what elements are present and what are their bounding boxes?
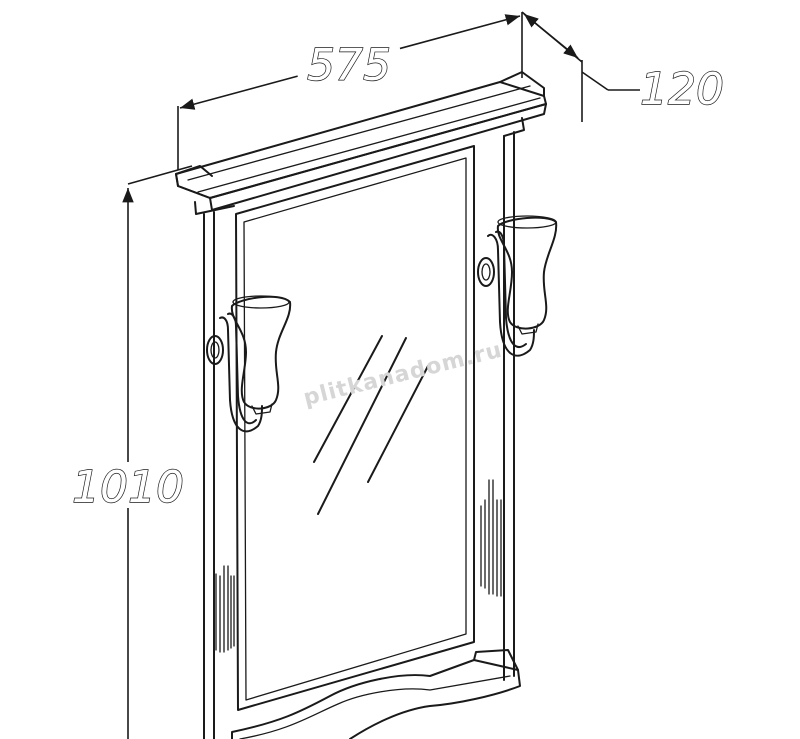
depth-dimension-line [523,13,579,59]
height-dimension: 1010 [70,165,193,739]
sconce-shade-left [230,295,292,410]
height-extension-top [127,165,193,185]
reflection-line-1 [313,335,383,463]
mirror-cornice [175,71,547,215]
depth-dimension: 120 [521,11,725,122]
sconce-lamp-left [206,295,292,433]
sconce-mount-left [206,335,224,365]
decorative-grooves-left [215,565,235,653]
mirror-bottom-shelf [231,649,521,739]
reflection-line-2 [317,337,407,515]
reflection-line-3 [367,365,429,483]
sconce-lamp-right [477,215,558,357]
height-label: 1010 [72,462,184,513]
width-dimension: 575 [177,12,523,170]
mirror-reflection [313,335,429,515]
mirror-frame [203,131,515,739]
depth-leader [581,71,609,91]
sconce-mount-right [477,257,495,287]
decorative-grooves-right [480,479,502,597]
width-label: 575 [307,40,391,91]
depth-label: 120 [640,64,724,115]
